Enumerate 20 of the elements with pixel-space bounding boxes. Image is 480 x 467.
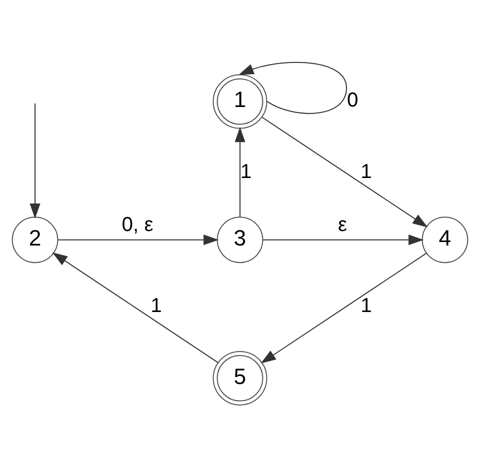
arrow [234,126,246,218]
edge-label: 1 [150,295,162,318]
edge-label: 0 [346,90,358,112]
arrow [262,116,428,228]
edge-label: 1 [360,295,372,318]
edge-label: ε [338,214,347,236]
edge-label: 1 [240,160,252,183]
node-circle: 1 [212,74,268,129]
arrow [262,234,424,246]
arrow [238,62,348,114]
arrow [260,252,427,364]
edge-label: 0, ε [122,214,154,236]
node-circle: 3 [216,216,264,264]
edge-label: 1 [360,160,372,183]
arrow [30,103,40,219]
node-circle: 4 [422,216,468,264]
arrow [52,252,218,363]
node-circle: 5 [212,350,268,406]
node-circle: 2 [12,216,58,264]
arrow [58,234,219,246]
